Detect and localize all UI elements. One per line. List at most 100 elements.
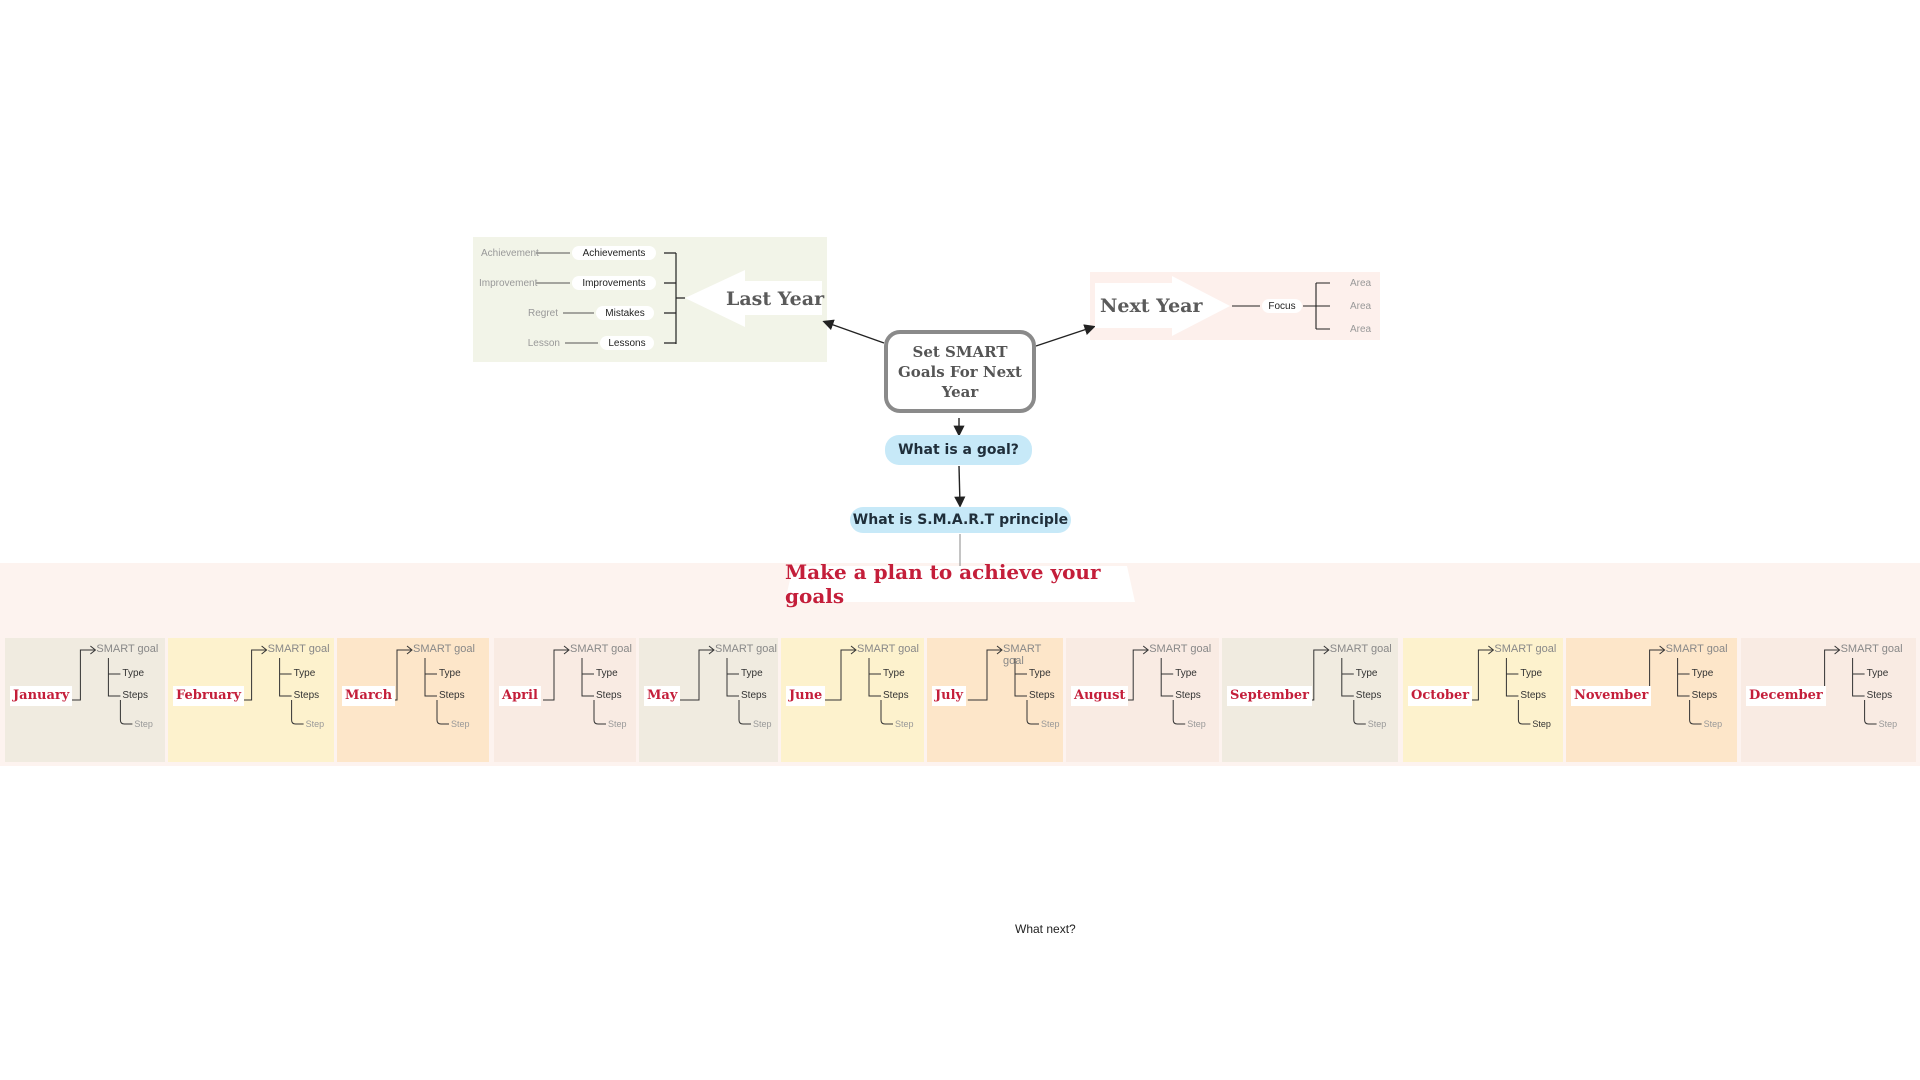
edge-to-next-year bbox=[1035, 324, 1096, 347]
step-node[interactable]: Step bbox=[1041, 719, 1060, 729]
month-label[interactable]: August bbox=[1071, 686, 1129, 706]
month-label[interactable]: September bbox=[1227, 686, 1312, 706]
type-node[interactable]: Type bbox=[883, 668, 905, 679]
next-year-area-2: Area bbox=[1350, 324, 1372, 335]
smart-goal-node[interactable]: SMART goal bbox=[267, 643, 330, 655]
month-label[interactable]: January bbox=[10, 686, 73, 706]
type-node[interactable]: Type bbox=[1175, 668, 1197, 679]
type-node[interactable]: Type bbox=[293, 668, 316, 679]
steps-node[interactable]: Steps bbox=[1029, 690, 1055, 701]
smart-goal-node[interactable]: SMART goal bbox=[1003, 643, 1042, 667]
last-year-tag-3[interactable]: Lessons bbox=[600, 336, 654, 350]
step-node[interactable]: Step bbox=[305, 719, 325, 729]
steps-node[interactable]: Steps bbox=[596, 690, 622, 701]
next-year-area-0: Area bbox=[1350, 278, 1372, 289]
step-node[interactable]: Step bbox=[134, 719, 153, 729]
smart-goal-node[interactable]: SMART goal bbox=[413, 643, 475, 655]
central-topic[interactable]: Set SMART Goals For Next Year bbox=[884, 330, 1036, 413]
smart-goal-node[interactable]: SMART goal bbox=[96, 643, 159, 655]
step-node[interactable]: Step bbox=[1367, 719, 1387, 729]
steps-node[interactable]: Steps bbox=[883, 690, 909, 701]
smart-goal-node[interactable]: SMART goal bbox=[715, 643, 777, 655]
last-year-left-3: Lesson bbox=[527, 338, 560, 349]
month-connectors bbox=[1123, 645, 1186, 725]
month-connectors bbox=[1303, 645, 1366, 725]
month-label[interactable]: June bbox=[786, 686, 826, 706]
steps-node[interactable]: Steps bbox=[1175, 690, 1201, 701]
last-year-arrow-shape bbox=[685, 270, 822, 327]
month-label[interactable]: May bbox=[644, 686, 681, 706]
type-node[interactable]: Type bbox=[1866, 668, 1889, 679]
steps-node[interactable]: Steps bbox=[741, 690, 767, 701]
smart-question[interactable]: What is S.M.A.R.T principle bbox=[850, 507, 1071, 533]
type-node[interactable]: Type bbox=[1029, 668, 1051, 679]
step-node[interactable]: Step bbox=[1532, 719, 1551, 729]
month-label[interactable]: November bbox=[1571, 686, 1652, 706]
type-node[interactable]: Type bbox=[122, 668, 145, 679]
step-node[interactable]: Step bbox=[608, 719, 627, 729]
month-label[interactable]: July bbox=[932, 686, 967, 706]
month-label[interactable]: April bbox=[499, 686, 541, 706]
plan-title[interactable]: Make a plan to achieve your goals bbox=[785, 560, 1135, 608]
type-node[interactable]: Type bbox=[439, 668, 461, 679]
next-year-arrow-shape bbox=[1095, 276, 1230, 336]
month-connectors bbox=[543, 645, 606, 725]
smart-goal-node[interactable]: SMART goal bbox=[1840, 643, 1903, 655]
step-node[interactable]: Step bbox=[895, 719, 914, 729]
type-node[interactable]: Type bbox=[741, 668, 763, 679]
step-node[interactable]: Step bbox=[1187, 719, 1206, 729]
smart-goal-node[interactable]: SMART goal bbox=[570, 643, 632, 655]
step-node[interactable]: Step bbox=[451, 719, 470, 729]
steps-node[interactable]: Steps bbox=[122, 690, 148, 701]
steps-node[interactable]: Steps bbox=[1520, 690, 1546, 701]
type-node[interactable]: Type bbox=[1520, 668, 1543, 679]
last-year-tag-1[interactable]: Improvements bbox=[572, 276, 656, 290]
step-node[interactable]: Step bbox=[1703, 719, 1723, 729]
type-node[interactable]: Type bbox=[596, 668, 618, 679]
next-year-label[interactable]: Next Year bbox=[1100, 295, 1203, 317]
last-year-left-1: Improvement bbox=[479, 278, 538, 289]
month-connectors bbox=[386, 645, 449, 725]
steps-node[interactable]: Steps bbox=[439, 690, 465, 701]
steps-node[interactable]: Steps bbox=[1866, 690, 1893, 701]
smart-goal-node[interactable]: SMART goal bbox=[1665, 643, 1728, 655]
month-label[interactable]: October bbox=[1408, 686, 1473, 706]
month-label[interactable]: March bbox=[342, 686, 396, 706]
step-node[interactable]: Step bbox=[753, 719, 772, 729]
smart-goal-node[interactable]: SMART goal bbox=[857, 643, 919, 655]
month-connectors bbox=[1814, 645, 1877, 725]
month-label[interactable]: February bbox=[173, 686, 245, 706]
smart-goal-node[interactable]: SMART goal bbox=[1329, 643, 1392, 655]
steps-node[interactable]: Steps bbox=[293, 690, 320, 701]
month-label[interactable]: December bbox=[1746, 686, 1826, 706]
last-year-tag-2[interactable]: Mistakes bbox=[596, 306, 654, 320]
month-connectors bbox=[1639, 645, 1702, 725]
steps-node[interactable]: Steps bbox=[1691, 690, 1718, 701]
goal-question[interactable]: What is a goal? bbox=[885, 435, 1032, 465]
steps-node[interactable]: Steps bbox=[1355, 690, 1382, 701]
type-node[interactable]: Type bbox=[1355, 668, 1378, 679]
month-connectors bbox=[1468, 645, 1531, 725]
what-next-node[interactable]: What next? bbox=[1015, 922, 1076, 936]
last-year-tag-0[interactable]: Achievements bbox=[572, 246, 656, 260]
smart-goal-node[interactable]: SMART goal bbox=[1494, 643, 1557, 655]
last-year-label[interactable]: Last Year bbox=[726, 288, 825, 310]
smart-goal-node[interactable]: SMART goal bbox=[1149, 643, 1212, 655]
next-year-focus[interactable]: Focus bbox=[1262, 299, 1302, 313]
step-node[interactable]: Step bbox=[1878, 719, 1898, 729]
type-node[interactable]: Type bbox=[1691, 668, 1714, 679]
edge-to-last-year bbox=[822, 319, 885, 344]
plan-title-text: Make a plan to achieve your goals bbox=[785, 560, 1101, 608]
month-connectors bbox=[671, 645, 751, 725]
